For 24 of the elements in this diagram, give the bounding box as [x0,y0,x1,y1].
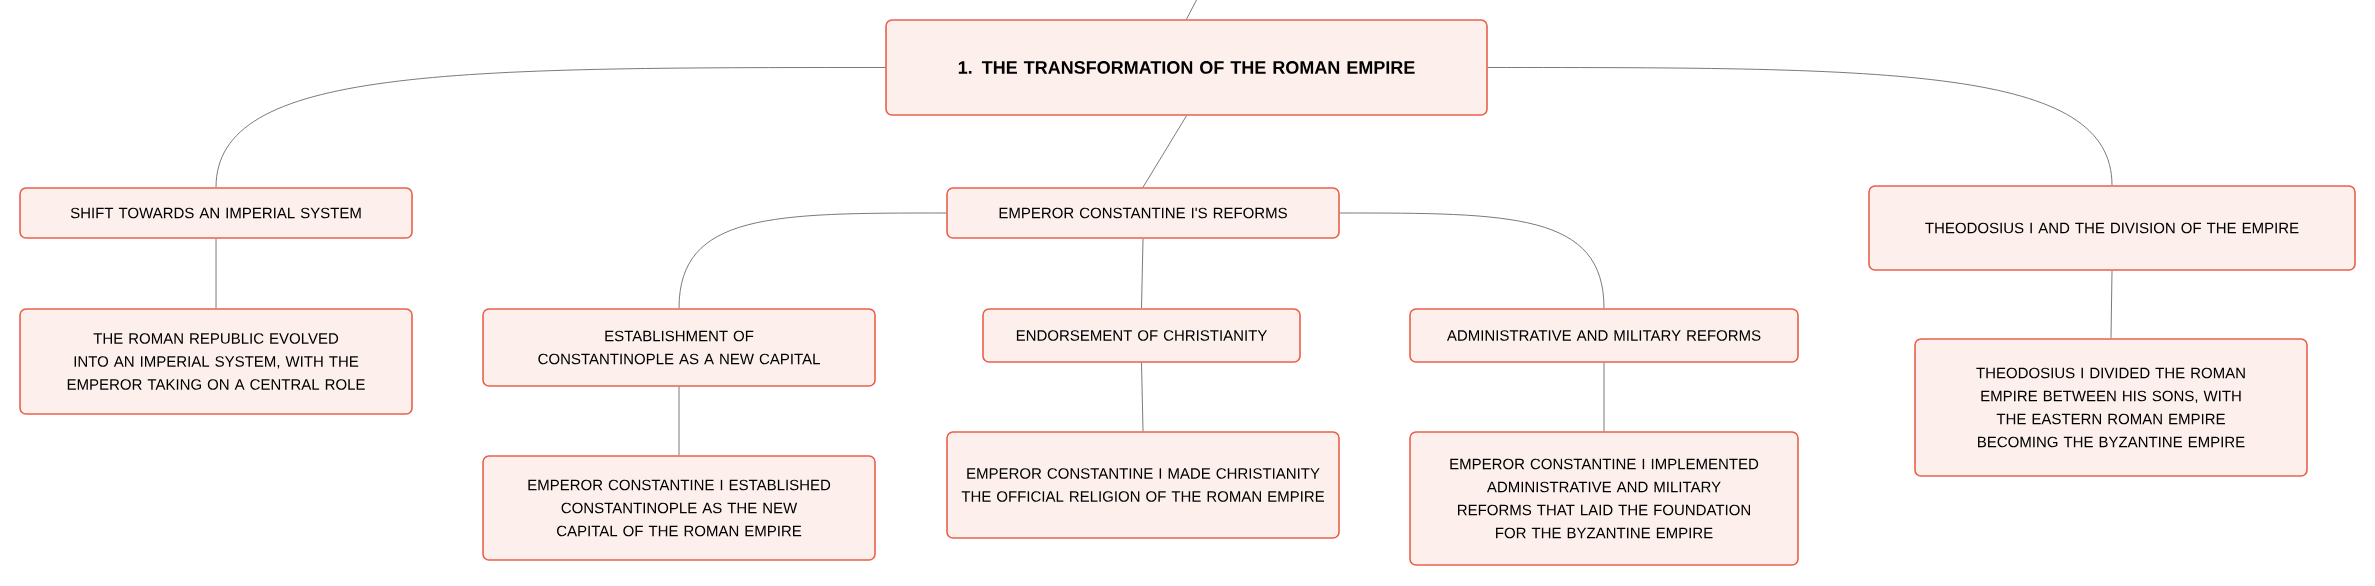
topic-box: EMPEROR CONSTANTINE I MADE CHRISTIANITY THE OFFICIAL RELIGION OF THE ROMAN EMPIRE [946,431,1340,539]
connector-line [678,212,947,309]
connector-line [1141,238,1144,309]
connector-line [215,238,217,309]
topic-box: THEODOSIUS I DIVIDED THE ROMAN EMPIRE BETWEEN HIS SONS, WITH THE EASTERN ROMAN EMPIRE BECOMING THE BYZANTINE EMPIRE [1914,338,2308,477]
connector-line [1186,0,1197,20]
topic-box: ESTABLISHMENT OF CONSTANTINOPLE AS A NEW CAPITAL [482,308,876,387]
topic-box: THE ROMAN REPUBLIC EVOLVED INTO AN IMPERIAL SYSTEM, WITH THE EMPEROR TAKING ON A CENTRAL ROLE [19,308,413,415]
connector-line [1603,362,1605,432]
topic-box: EMPEROR CONSTANTINE I'S REFORMS [946,187,1340,239]
connector-line [678,386,680,456]
topic-box: EMPEROR CONSTANTINE I IMPLEMENTED ADMINISTRATIVE AND MILITARY REFORMS THAT LAID THE FOUNDATION FOR THE BYZANTINE EMPIRE [1409,431,1799,566]
connector-line [215,67,886,188]
title-box: 1. THE TRANSFORMATION OF THE ROMAN EMPIRE [885,19,1488,116]
connector-line [2110,270,2113,339]
topic-box: SHIFT TOWARDS AN IMPERIAL SYSTEM [19,187,413,239]
connector-line [1141,362,1144,432]
topic-box: THEODOSIUS I AND THE DIVISION OF THE EMPIRE [1868,185,2356,271]
connector-line [1339,212,1605,309]
connector-line [1487,67,2113,186]
topic-box: ADMINISTRATIVE AND MILITARY REFORMS [1409,308,1799,363]
topic-box: ENDORSEMENT OF CHRISTIANITY [982,308,1301,363]
topic-box: EMPEROR CONSTANTINE I ESTABLISHED CONSTANTINOPLE AS THE NEW CAPITAL OF THE ROMAN EMPIRE [482,455,876,561]
connector-line [1142,115,1187,188]
